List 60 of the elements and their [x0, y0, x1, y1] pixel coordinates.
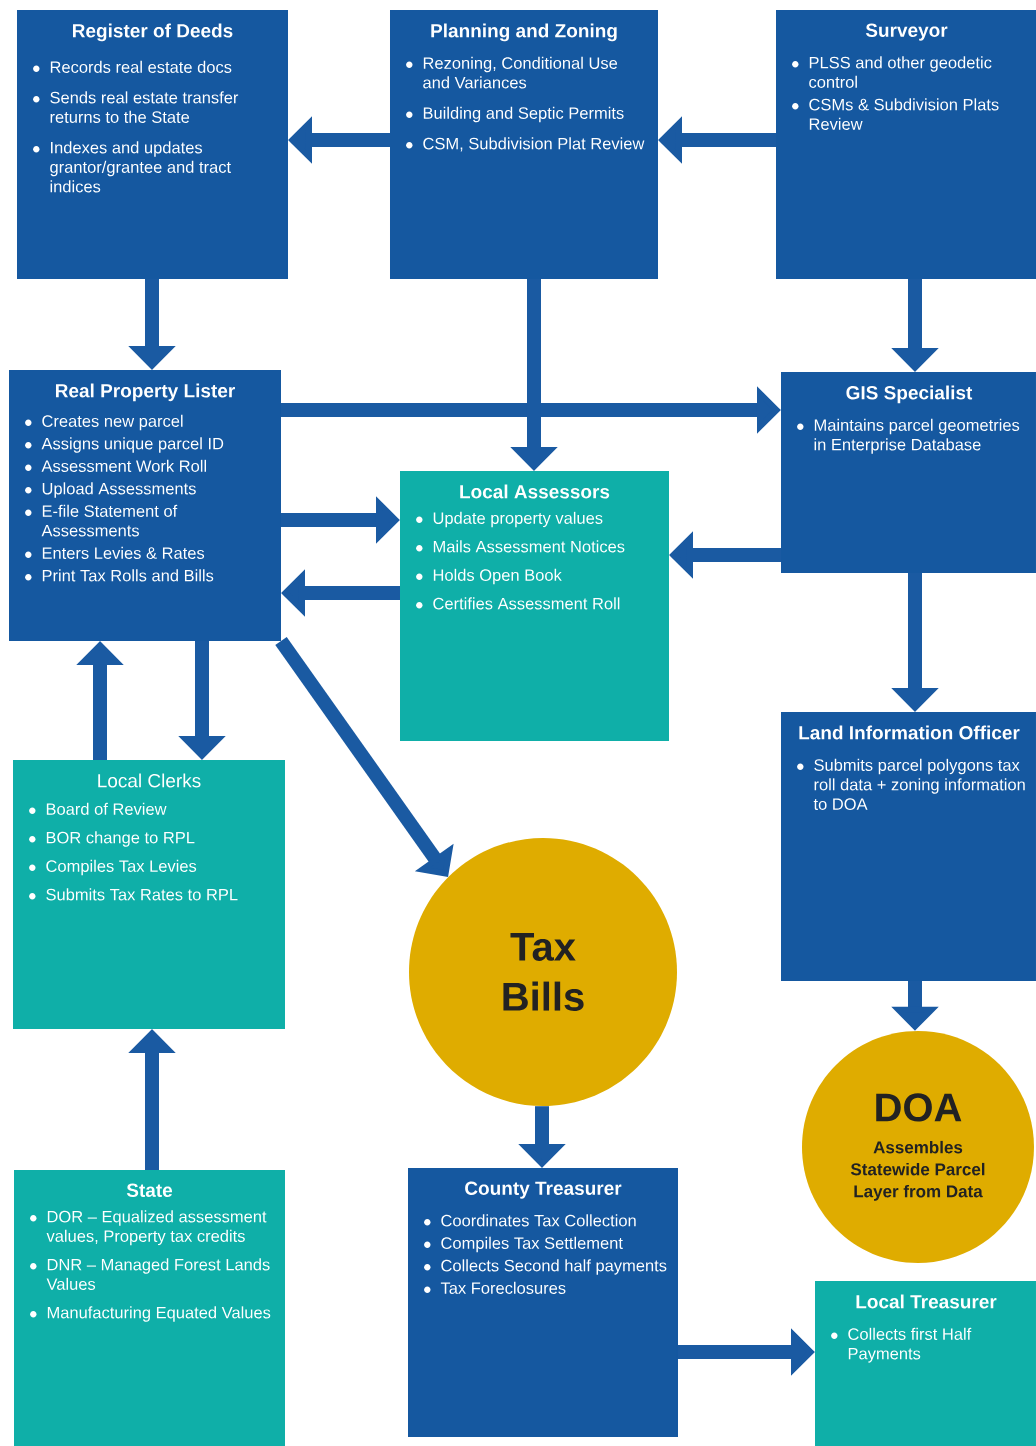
- bullet-item: Assessment Work Roll: [41, 459, 206, 472]
- bullet-item: Rezoning, Conditional Use and Variances: [423, 56, 618, 89]
- bullet-item: Submits parcel polygons tax roll data + zoning information to DOA: [813, 758, 1025, 810]
- bullet-item: CSMs & Subdivision Plats Review: [809, 98, 999, 130]
- bullet-item: Compiles Tax Settlement: [441, 1236, 623, 1253]
- bullet-item: Maintains parcel geometries in Enterprise Database: [814, 418, 1020, 454]
- bullet-item: Creates new parcel: [42, 414, 183, 431]
- box-title: Local Clerks: [98, 773, 201, 788]
- process-box: [9, 370, 281, 641]
- box-title: State: [126, 1183, 173, 1197]
- bullet-item: CSM, Subdivision Plat Review: [423, 137, 645, 152]
- circle-title: DOA: [876, 1093, 962, 1122]
- bullet-item: Coordinates Tax Collection: [441, 1214, 636, 1227]
- process-box: [390, 10, 658, 279]
- bullet-item: Collects Second half payments: [441, 1259, 667, 1275]
- box-title: Surveyor: [865, 23, 948, 41]
- bullet-item: Indexes and updates grantor/grantee and tract indices: [50, 141, 231, 193]
- bullet-item: Tax Foreclosures: [440, 1281, 566, 1294]
- bullet-item: Upload Assessments: [42, 482, 196, 498]
- bullet-item: Board of Review: [46, 802, 167, 815]
- process-box: [781, 712, 1036, 981]
- bullet-item: Update property values: [433, 511, 603, 528]
- box-title: Local Assessors: [460, 484, 610, 499]
- bullet-item: Mails Assessment Notices: [433, 540, 625, 553]
- process-box: [17, 10, 288, 279]
- bullet-item: Holds Open Book: [433, 568, 562, 585]
- process-box: [776, 10, 1036, 279]
- box-title: Land Information Officer: [799, 725, 1020, 740]
- bullet-item: Certifies Assessment Roll: [433, 597, 620, 610]
- box-title: GIS Specialist: [846, 385, 973, 404]
- bullet-item: Compiles Tax Levies: [46, 859, 197, 876]
- process-box: [815, 1281, 1036, 1446]
- process-box: [13, 760, 285, 1029]
- process-box: [400, 471, 669, 741]
- bullet-item: Print Tax Rolls and Bills: [42, 569, 214, 582]
- process-box: [781, 372, 1036, 573]
- circle-text: Assembles Statewide Parcel Layer from Data: [850, 1140, 985, 1201]
- bullet-item: DOR – Equalized assessment values, Property tax credits: [46, 1210, 267, 1246]
- box-title: Register of Deeds: [73, 23, 233, 42]
- process-box: [408, 1168, 678, 1437]
- circle-title: Tax Bills: [503, 933, 584, 1011]
- bullet-item: Submits Tax Rates to RPL: [46, 888, 238, 901]
- bullet-item: Building and Septic Permits: [423, 106, 624, 123]
- bullet-item: DNR – Managed Forest Lands Values: [46, 1258, 270, 1290]
- bullet-item: Manufacturing Equated Values: [47, 1306, 271, 1322]
- bullet-item: Sends real estate transfer returns to the State: [50, 91, 239, 123]
- bullet-item: Collects first Half Payments: [848, 1327, 972, 1363]
- bullet-item: Records real estate docs: [50, 60, 232, 73]
- bullet-item: Assigns unique parcel ID: [41, 437, 224, 453]
- bullet-item: BOR change to RPL: [46, 831, 195, 847]
- process-box: [14, 1170, 285, 1446]
- bullet-item: PLSS and other geodetic control: [809, 56, 992, 88]
- bullet-item: E-file Statement of Assessments: [41, 504, 178, 537]
- box-title: Local Treasurer: [856, 1294, 997, 1309]
- bullet-item: Enters Levies & Rates: [42, 546, 205, 559]
- box-title: Planning and Zoning: [431, 23, 617, 42]
- circle-node: [802, 1031, 1034, 1263]
- box-title: County Treasurer: [465, 1181, 622, 1199]
- box-title: Real Property Lister: [56, 383, 235, 402]
- circle-node: [409, 838, 677, 1106]
